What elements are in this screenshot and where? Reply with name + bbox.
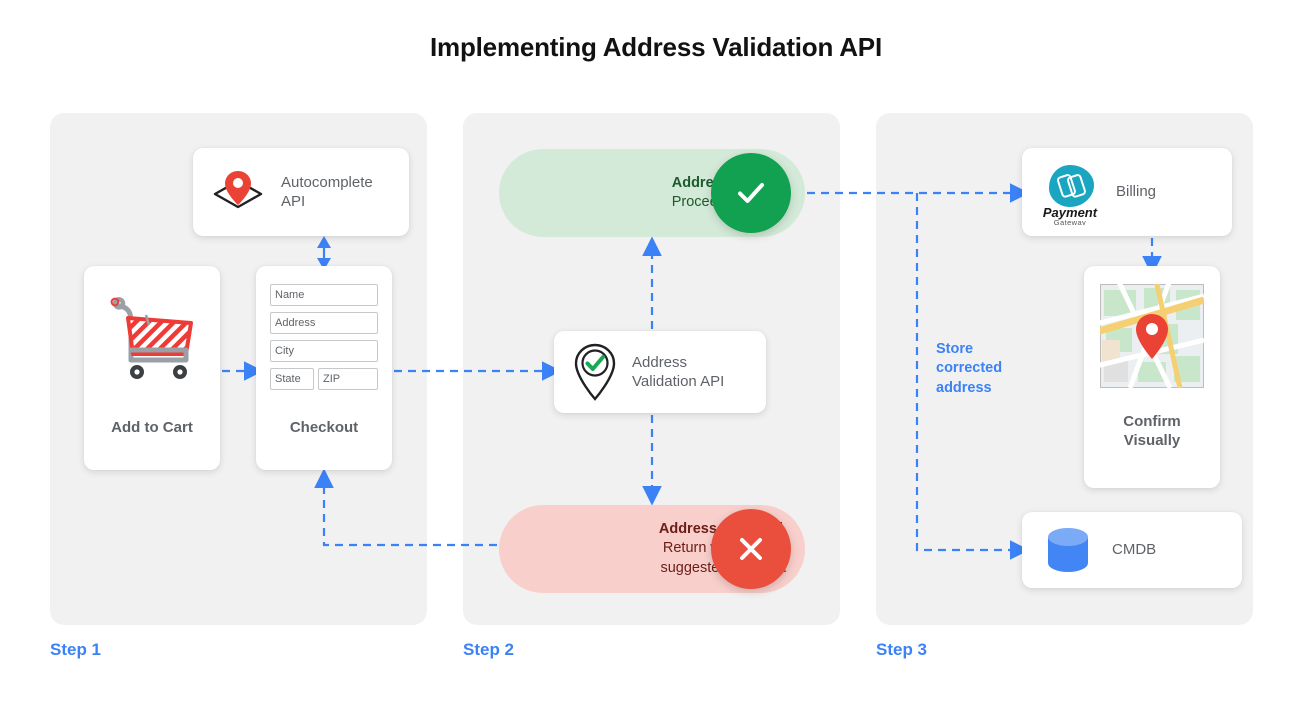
zip-field[interactable]: ZIP (318, 368, 378, 390)
step-3-label: Step 3 (876, 640, 928, 659)
autocomplete-api-card[interactable]: Autocomplete API (193, 148, 409, 236)
address-validation-api-label: Address Validation API (632, 353, 725, 390)
address-field[interactable]: Address (270, 312, 378, 334)
billing-card[interactable]: Payment Gateway Billing (1022, 148, 1232, 236)
cmdb-card[interactable]: CMDB (1022, 512, 1242, 588)
step-2-label: Step 2 (463, 640, 515, 659)
address-validation-api-card[interactable]: Address Validation API (554, 331, 766, 413)
map-pin-diamond-icon (207, 163, 269, 221)
shopping-cart-icon (103, 288, 201, 386)
page-title: Implementing Address Validation API (430, 32, 882, 62)
billing-label: Billing (1116, 183, 1157, 201)
add-to-cart-caption: Add to Cart (111, 419, 193, 436)
pin-check-icon (570, 341, 620, 403)
database-cylinder-icon (1044, 525, 1092, 575)
add-to-cart-card[interactable]: Add to Cart (84, 266, 220, 470)
store-corrected-address-note: Store corrected address (936, 341, 1003, 396)
check-circle-icon (711, 153, 791, 233)
state-field[interactable]: State (270, 368, 314, 390)
checkout-caption: Checkout (289, 419, 359, 436)
name-field[interactable]: Name (270, 284, 378, 306)
address-form-icon: Name Address City State ZIP (270, 284, 378, 396)
autocomplete-api-label: Autocomplete API (281, 173, 373, 210)
checkout-card[interactable]: Name Address City State ZIP Checkout (256, 266, 392, 470)
confirm-visually-card[interactable]: Confirm Visually (1084, 266, 1220, 488)
city-field[interactable]: City (270, 340, 378, 362)
cmdb-label: CMDB (1112, 541, 1157, 559)
map-thumbnail-icon (1100, 284, 1204, 388)
svg-text:Payment: Payment (1043, 205, 1098, 220)
x-circle-icon (711, 509, 791, 589)
svg-text:Gateway: Gateway (1054, 218, 1086, 225)
step-1-label: Step 1 (50, 640, 102, 659)
payment-gateway-logo: Payment Gateway (1034, 159, 1106, 225)
confirm-visually-caption: Confirm Visually (1123, 413, 1181, 450)
